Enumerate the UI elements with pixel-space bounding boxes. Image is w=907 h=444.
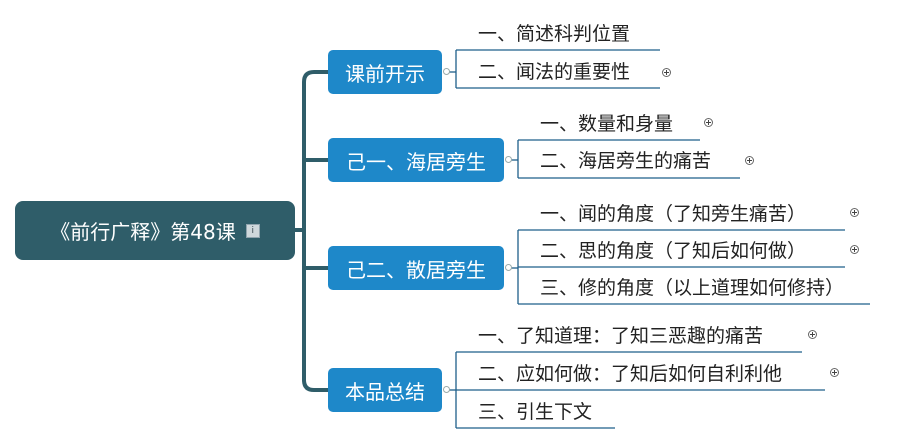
collapse-toggle-icon[interactable] xyxy=(505,156,512,163)
expand-plus-icon[interactable] xyxy=(850,245,859,254)
branch-label: 己一、海居旁生 xyxy=(346,149,486,174)
leaf-topic[interactable]: 一、闻的角度（了知旁生痛苦） xyxy=(540,203,807,225)
expand-plus-icon[interactable] xyxy=(850,208,859,217)
expand-plus-icon[interactable] xyxy=(745,156,754,165)
leaf-topic[interactable]: 一、了知道理：了知三恶趣的痛苦 xyxy=(478,325,764,347)
root-topic[interactable]: 《前行广释》第48课 i xyxy=(15,201,295,260)
leaf-topic[interactable]: 三、引生下文 xyxy=(478,401,593,423)
expand-plus-icon[interactable] xyxy=(830,368,839,377)
branch-topic-summary[interactable]: 本品总结 xyxy=(328,368,442,412)
branch-label: 己二、散居旁生 xyxy=(346,257,486,282)
root-topic-label: 《前行广释》第48课 xyxy=(50,220,236,244)
collapse-toggle-icon[interactable] xyxy=(443,386,450,393)
note-icon[interactable]: i xyxy=(245,223,260,238)
leaf-topic[interactable]: 二、海居旁生的痛苦 xyxy=(540,150,712,172)
leaf-topic[interactable]: 二、闻法的重要性 xyxy=(478,61,631,83)
branch-topic-sea-animals[interactable]: 己一、海居旁生 xyxy=(328,138,504,182)
collapse-toggle-icon[interactable] xyxy=(443,68,450,75)
branch-label: 本品总结 xyxy=(345,379,425,404)
leaf-topic[interactable]: 三、修的角度（以上道理如何修持） xyxy=(540,277,845,299)
branch-topic-scattered-animals[interactable]: 己二、散居旁生 xyxy=(328,246,504,290)
expand-plus-icon[interactable] xyxy=(662,68,671,77)
collapse-toggle-icon[interactable] xyxy=(505,264,512,271)
branch-topic-preclass[interactable]: 课前开示 xyxy=(328,50,442,94)
leaf-topic[interactable]: 一、简述科判位置 xyxy=(478,23,631,45)
branch-label: 课前开示 xyxy=(345,61,425,86)
expand-plus-icon[interactable] xyxy=(808,330,817,339)
leaf-topic[interactable]: 一、数量和身量 xyxy=(540,113,674,135)
leaf-topic[interactable]: 二、思的角度（了知后如何做） xyxy=(540,240,807,262)
leaf-topic[interactable]: 二、应如何做：了知后如何自利利他 xyxy=(478,363,783,385)
expand-plus-icon[interactable] xyxy=(704,118,713,127)
